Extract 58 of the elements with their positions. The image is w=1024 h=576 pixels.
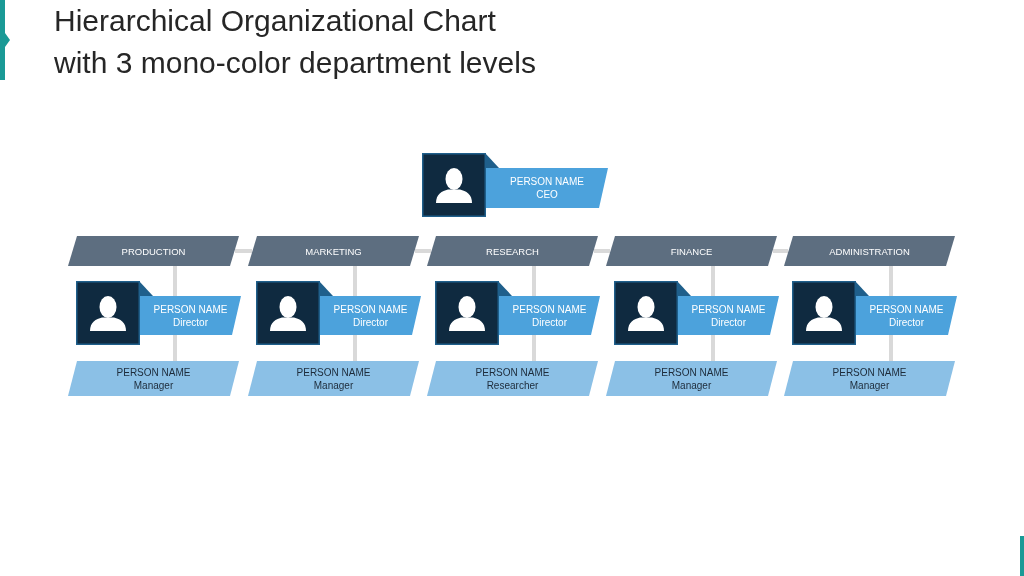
department-name: FINANCE bbox=[670, 244, 713, 258]
name-label bbox=[486, 168, 608, 208]
job-title: Manager bbox=[671, 378, 712, 392]
person-name: PERSON NAME bbox=[691, 302, 766, 316]
person-name: PERSON NAME bbox=[869, 302, 944, 316]
person-name: PERSON NAME bbox=[512, 302, 587, 316]
department-banner bbox=[784, 236, 955, 266]
person-name: PERSON NAME bbox=[116, 365, 191, 379]
name-label bbox=[784, 361, 955, 396]
job-title: Director bbox=[173, 315, 208, 329]
connector-line bbox=[594, 249, 610, 253]
name-label bbox=[248, 361, 419, 396]
connector-line bbox=[889, 335, 893, 361]
job-title: Director bbox=[711, 315, 746, 329]
connector-line bbox=[173, 335, 177, 361]
connector-line bbox=[532, 266, 536, 296]
connector-line bbox=[415, 249, 431, 253]
job-title: Manager bbox=[313, 378, 354, 392]
name-label bbox=[856, 296, 957, 335]
name-label bbox=[606, 361, 777, 396]
department-name: MARKETING bbox=[305, 244, 362, 258]
name-label bbox=[68, 361, 239, 396]
job-title: Director bbox=[532, 315, 567, 329]
name-label bbox=[499, 296, 600, 335]
job-title: Researcher bbox=[486, 378, 539, 392]
department-name: PRODUCTION bbox=[121, 244, 186, 258]
name-label bbox=[678, 296, 779, 335]
department-name: ADMINISTRATION bbox=[829, 244, 910, 258]
job-title: Manager bbox=[133, 378, 174, 392]
department-banner bbox=[606, 236, 777, 266]
person-name: PERSON NAME bbox=[654, 365, 729, 379]
person-name: PERSON NAME bbox=[510, 175, 584, 188]
person-name: PERSON NAME bbox=[475, 365, 550, 379]
connector-line bbox=[353, 335, 357, 361]
name-label bbox=[140, 296, 241, 335]
slide-title: Hierarchical Organizational Chart with 3 mono-color department levels bbox=[54, 3, 537, 81]
connector-line bbox=[711, 335, 715, 361]
department-banner bbox=[427, 236, 598, 266]
connector-line bbox=[353, 266, 357, 296]
connector-line bbox=[532, 335, 536, 361]
person-name: PERSON NAME bbox=[832, 365, 907, 379]
department-banner bbox=[68, 236, 239, 266]
person-name: PERSON NAME bbox=[296, 365, 371, 379]
job-title: Director bbox=[353, 315, 388, 329]
job-title: CEO bbox=[536, 188, 558, 201]
person-name: PERSON NAME bbox=[333, 302, 408, 316]
connector-line bbox=[235, 249, 252, 253]
connector-line bbox=[773, 249, 788, 253]
connector-line bbox=[173, 266, 177, 296]
connector-line bbox=[889, 266, 893, 296]
person-name: PERSON NAME bbox=[153, 302, 228, 316]
department-name: RESEARCH bbox=[486, 244, 539, 258]
job-title: Manager bbox=[849, 378, 890, 392]
name-label bbox=[427, 361, 598, 396]
department-banner bbox=[248, 236, 419, 266]
name-label bbox=[320, 296, 421, 335]
job-title: Director bbox=[889, 315, 924, 329]
connector-line bbox=[711, 266, 715, 296]
